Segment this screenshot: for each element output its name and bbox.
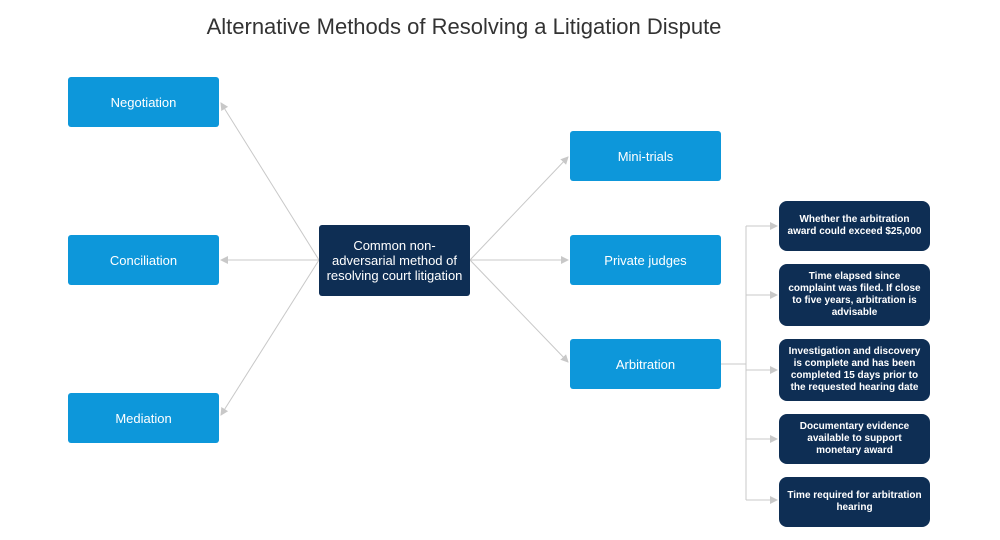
- criterion-3: Investigation and discovery is complete …: [779, 339, 930, 401]
- criterion-5: Time required for arbitration hearing: [779, 477, 930, 527]
- arrow-to-mini-trials: [469, 156, 569, 261]
- mini-trials-node: Mini-trials: [570, 131, 721, 181]
- diagram-title: Alternative Methods of Resolving a Litig…: [206, 14, 722, 39]
- criterion-4: Documentary evidence available to suppor…: [779, 414, 930, 464]
- criterion-1: Whether the arbitration award could exce…: [779, 201, 930, 251]
- private-judges-node: Private judges: [570, 235, 721, 285]
- conciliation-node: Conciliation: [68, 235, 219, 285]
- mediation-node: Mediation: [68, 393, 219, 443]
- arbitration-node: Arbitration: [570, 339, 721, 389]
- arrow-to-arbitration: [469, 259, 569, 363]
- arrow-to-negotiation: [220, 102, 320, 261]
- criterion-2: Time elapsed since complaint was filed. …: [779, 264, 930, 326]
- center-node: Common non-adversarial method of resolvi…: [319, 225, 470, 296]
- negotiation-node: Negotiation: [68, 77, 219, 127]
- arrow-to-mediation: [220, 259, 320, 416]
